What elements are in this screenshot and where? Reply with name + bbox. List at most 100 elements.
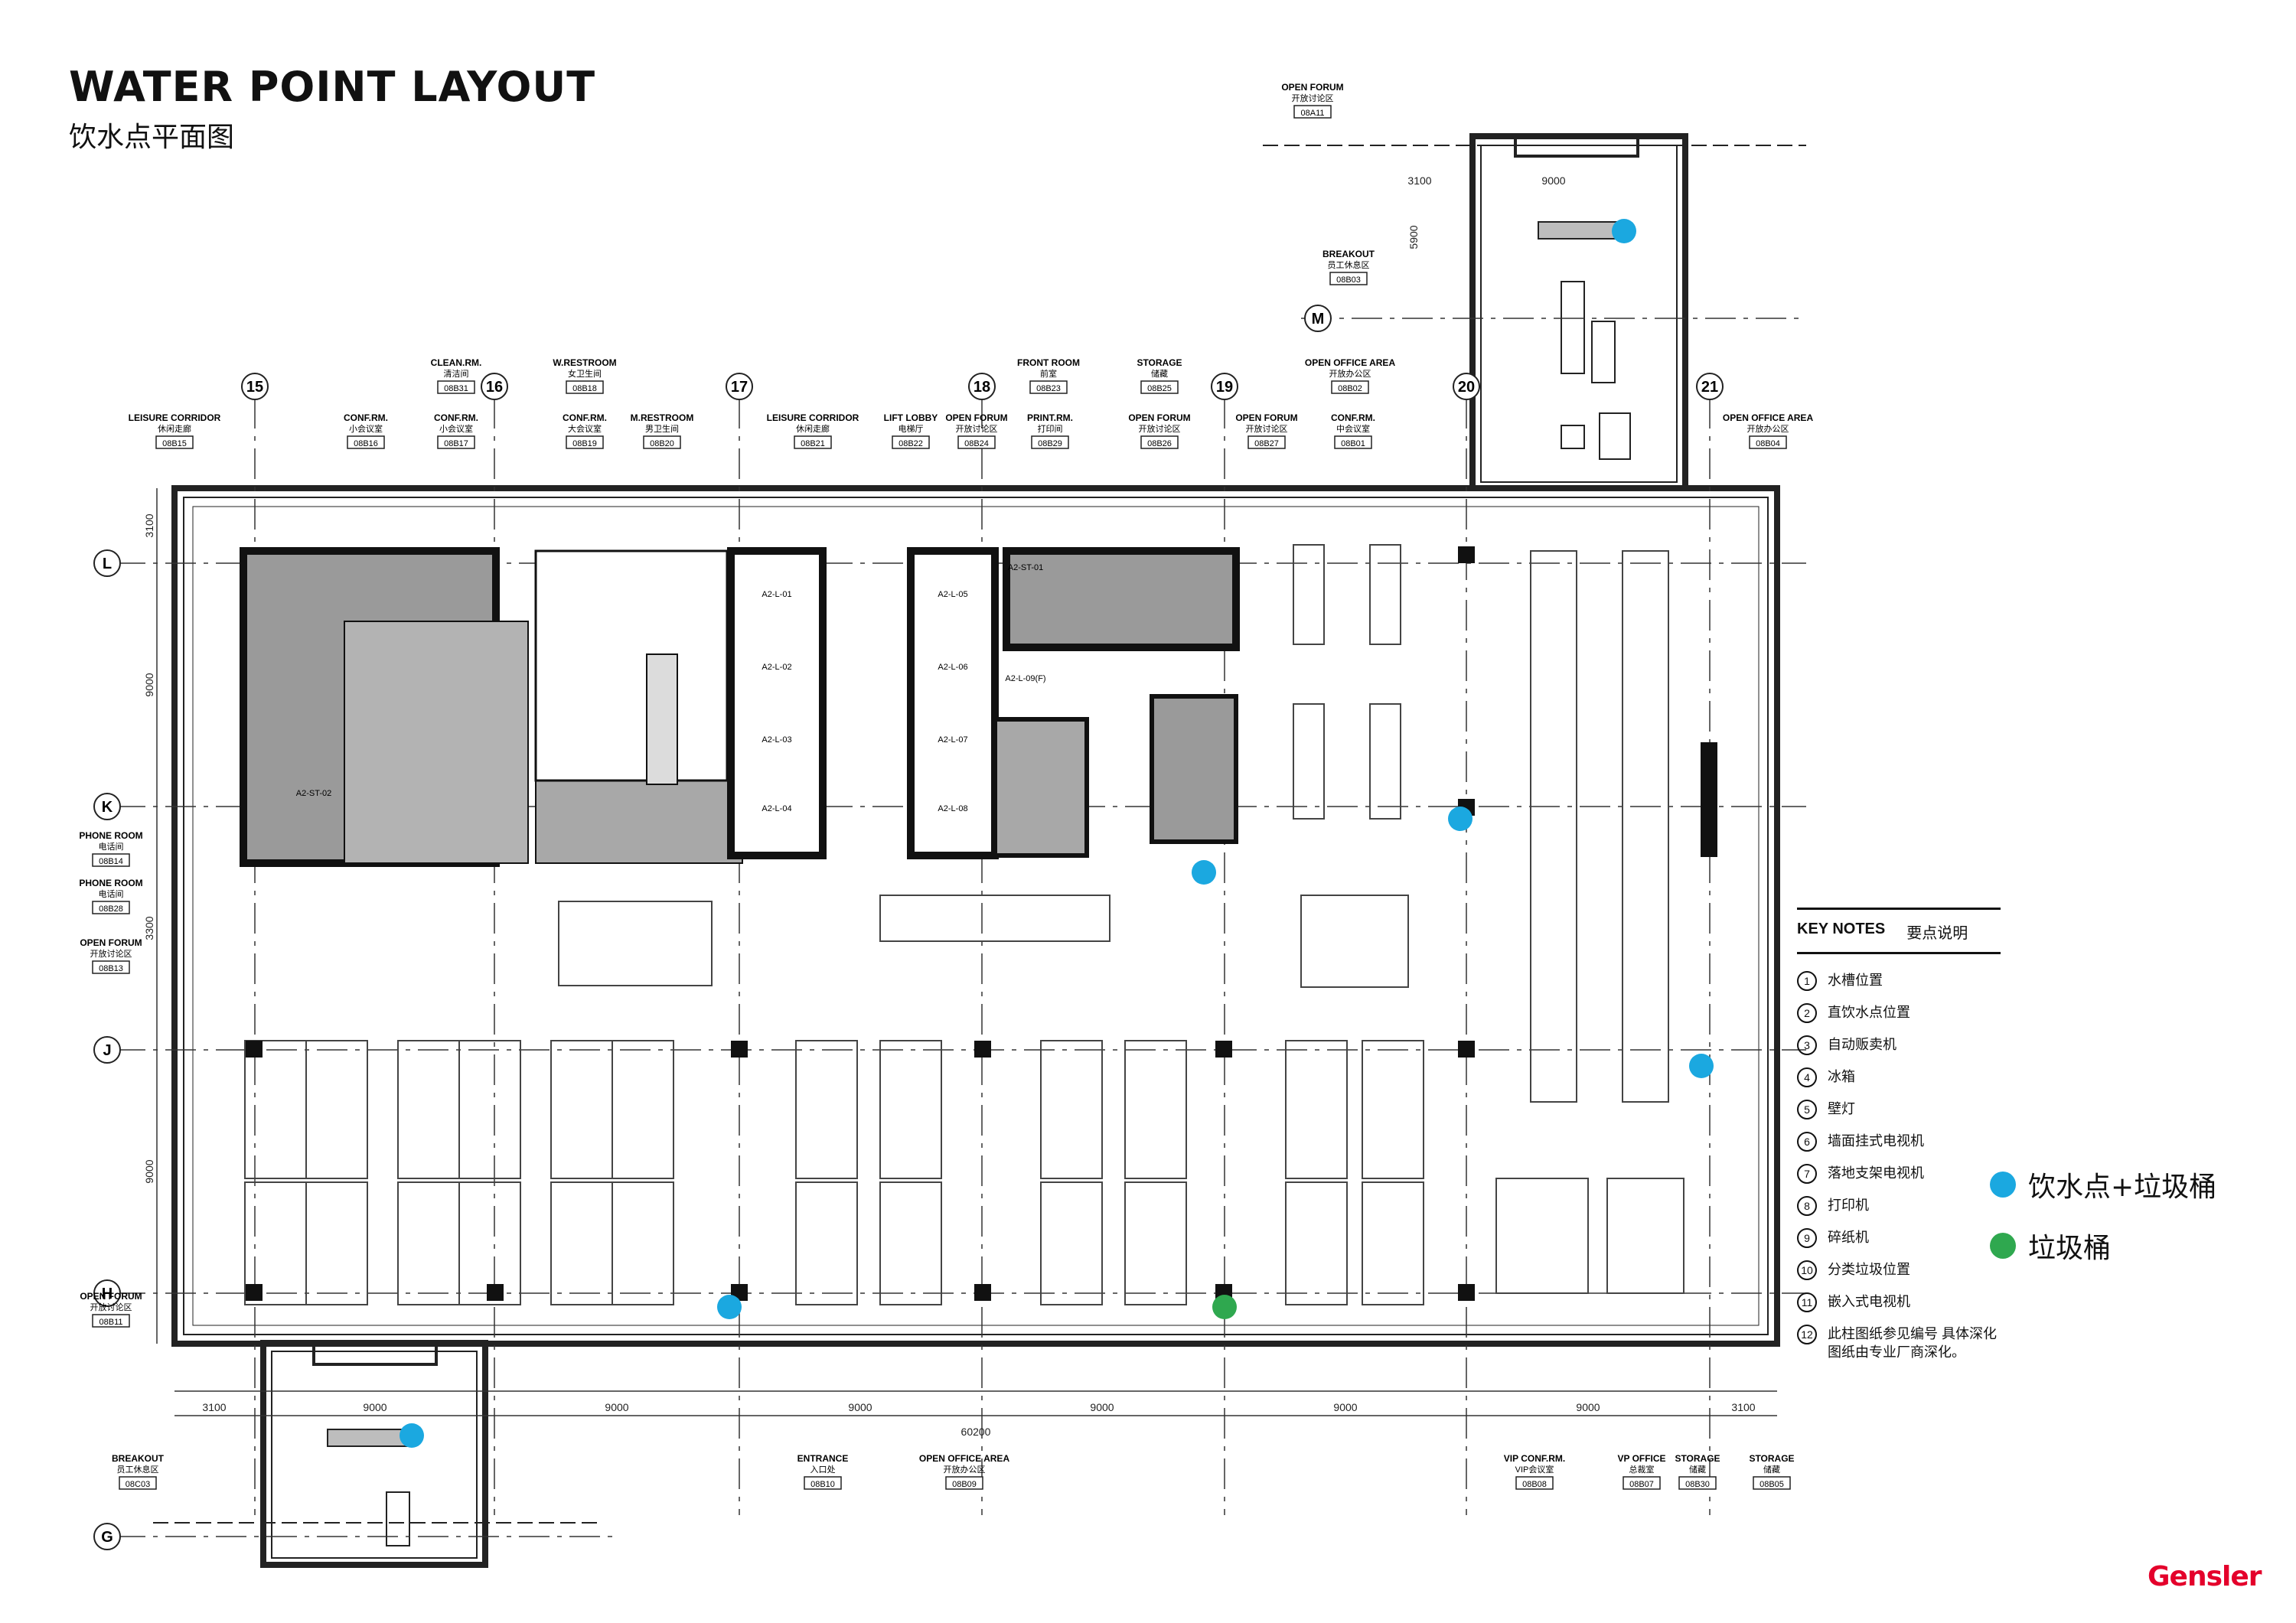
svg-text:20: 20	[1458, 379, 1475, 396]
svg-text:08B23: 08B23	[1036, 384, 1061, 393]
svg-text:小会议室: 小会议室	[439, 423, 473, 434]
trash-bin-marker	[1212, 1295, 1237, 1319]
grid-bubble-row: K	[93, 793, 121, 820]
svg-text:开放讨论区: 开放讨论区	[1139, 423, 1181, 434]
key-note-number: 10	[1797, 1260, 1817, 1280]
key-note-text: 墙面挂式电视机	[1828, 1133, 1924, 1149]
svg-text:08B29: 08B29	[1038, 439, 1062, 448]
key-note-text: 壁灯	[1828, 1101, 1855, 1116]
svg-text:FRONT ROOM: FRONT ROOM	[1017, 357, 1080, 368]
key-note-item: 10 分类垃圾位置	[1797, 1260, 2001, 1280]
svg-text:08B22: 08B22	[899, 439, 923, 448]
svg-text:PHONE ROOM: PHONE ROOM	[79, 830, 142, 841]
svg-text:K: K	[102, 799, 113, 816]
key-note-text: 此柱图纸参见编号 具体深化图纸由专业厂商深化。	[1828, 1326, 1997, 1360]
svg-text:STORAGE: STORAGE	[1675, 1453, 1720, 1464]
svg-text:PHONE ROOM: PHONE ROOM	[79, 878, 142, 888]
key-note-text: 冰箱	[1828, 1069, 1855, 1084]
page-title: WATER POINT LAYOUT	[69, 63, 596, 111]
svg-text:08B01: 08B01	[1341, 439, 1365, 448]
grid-bubble-row: L	[93, 549, 121, 577]
svg-text:开放讨论区: 开放讨论区	[956, 423, 998, 434]
grid-bubble-row: H	[93, 1279, 121, 1307]
key-note-number: 7	[1797, 1164, 1817, 1184]
key-note-number: 2	[1797, 1003, 1817, 1023]
dimension-label: 3100	[143, 513, 155, 537]
svg-text:开放办公区: 开放办公区	[1747, 423, 1789, 434]
room-tags: OPEN FORUM开放讨论区08A11BREAKOUT员工休息区08B03CL…	[79, 82, 1813, 1490]
svg-text:G: G	[101, 1529, 113, 1546]
key-note-number: 6	[1797, 1132, 1817, 1152]
core-label: A2-L-08	[938, 804, 967, 813]
svg-text:VIP会议室: VIP会议室	[1515, 1464, 1554, 1475]
svg-text:电话间: 电话间	[99, 842, 124, 852]
svg-text:08B05: 08B05	[1760, 1480, 1784, 1489]
water-point-icon	[1990, 1172, 2016, 1198]
dimension-label: 3100	[1731, 1401, 1755, 1413]
core-label: A2-L-06	[938, 663, 967, 672]
svg-text:17: 17	[731, 379, 748, 396]
svg-text:休闲走廊: 休闲走廊	[158, 423, 191, 434]
legend-item-water: 饮水点+垃圾桶	[1990, 1165, 2216, 1204]
core-label: A2-L-04	[762, 804, 791, 813]
core-label: A2-L-02	[762, 663, 791, 672]
dimension-label: 3100	[1407, 174, 1431, 187]
south-annex	[153, 1340, 597, 1568]
svg-text:08B28: 08B28	[99, 904, 123, 914]
svg-text:21: 21	[1701, 379, 1718, 396]
dimension-label: 9000	[143, 1159, 155, 1183]
columns	[246, 546, 1717, 1301]
svg-text:储藏: 储藏	[1763, 1464, 1780, 1475]
grid-bubble-column: 18	[968, 373, 996, 400]
dimension-label: 9000	[848, 1401, 872, 1413]
svg-text:PRINT.RM.: PRINT.RM.	[1027, 412, 1073, 423]
svg-text:08B18: 08B18	[572, 384, 597, 393]
dimension-label: 9000	[1541, 174, 1565, 187]
grid-bubble-row: G	[93, 1523, 121, 1550]
svg-text:OPEN FORUM: OPEN FORUM	[1128, 412, 1190, 423]
grid-bubble-column: 17	[726, 373, 753, 400]
svg-text:08B15: 08B15	[162, 439, 187, 448]
svg-text:员工休息区: 员工休息区	[1328, 259, 1370, 270]
svg-text:OPEN FORUM: OPEN FORUM	[80, 1291, 142, 1302]
grid-bubble-row: J	[93, 1036, 121, 1064]
key-note-text: 分类垃圾位置	[1828, 1262, 1910, 1277]
svg-text:L: L	[103, 556, 112, 572]
core-label: A2-ST-01	[1008, 563, 1043, 572]
grid-bubble-column: 19	[1211, 373, 1238, 400]
svg-text:08B14: 08B14	[99, 857, 123, 866]
key-note-number: 4	[1797, 1067, 1817, 1087]
svg-text:08B13: 08B13	[99, 964, 123, 973]
key-note-text: 嵌入式电视机	[1828, 1294, 1910, 1309]
key-notes-heading: KEY NOTES 要点说明	[1797, 908, 2001, 954]
key-note-text: 打印机	[1828, 1198, 1869, 1213]
grid-lines	[115, 318, 1806, 1537]
svg-text:开放讨论区: 开放讨论区	[1292, 93, 1334, 103]
svg-text:08B20: 08B20	[650, 439, 674, 448]
core-label: A2-L-05	[938, 590, 967, 599]
key-note-text: 水槽位置	[1828, 973, 1883, 988]
svg-text:BREAKOUT: BREAKOUT	[1322, 249, 1375, 259]
svg-text:VP OFFICE: VP OFFICE	[1617, 1453, 1665, 1464]
svg-text:STORAGE: STORAGE	[1749, 1453, 1794, 1464]
svg-text:08B17: 08B17	[444, 439, 468, 448]
service-cores	[240, 547, 1240, 867]
svg-text:中会议室: 中会议室	[1336, 423, 1370, 434]
